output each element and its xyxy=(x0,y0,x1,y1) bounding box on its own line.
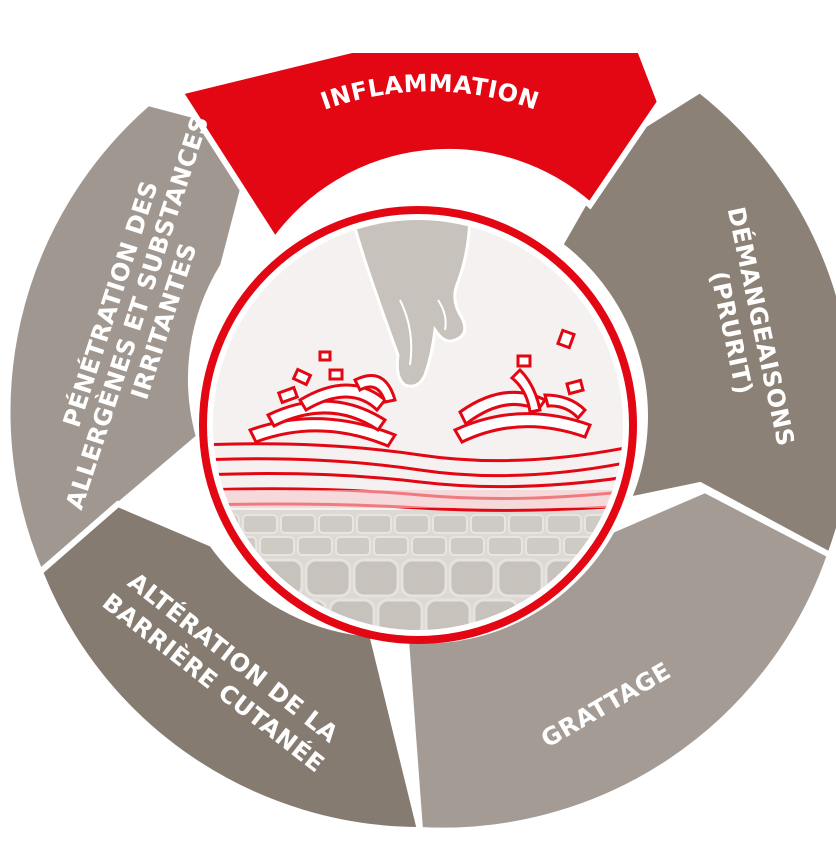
eczema-cycle-diagram: INFLAMMATION DÉMANGEAISONS (PRURIT) GRAT… xyxy=(0,0,836,841)
